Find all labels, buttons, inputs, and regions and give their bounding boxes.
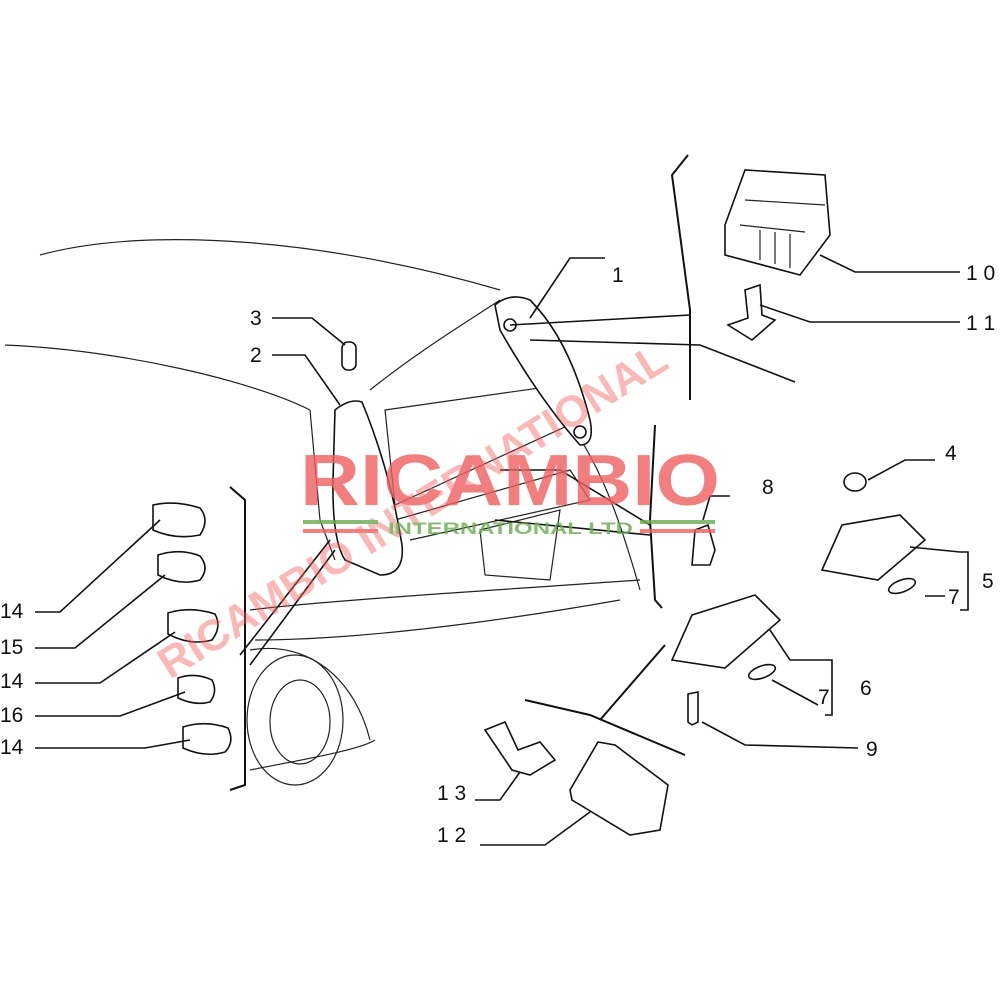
grommet-part-4[interactable] bbox=[843, 472, 867, 492]
watermark-main: RICAMBIO bbox=[300, 441, 720, 521]
car-body-outline bbox=[4, 154, 691, 791]
terminal-part-13[interactable] bbox=[483, 720, 557, 776]
bracket-part-11[interactable] bbox=[726, 283, 777, 341]
connector-part-12[interactable] bbox=[569, 741, 669, 836]
callout-labels: 1 2 3 4 5 6 7 7 8 9 1 0 1 1 1 2 1 3 14 1… bbox=[0, 262, 995, 847]
callout-15: 15 bbox=[0, 636, 23, 659]
callout-7b: 7 bbox=[818, 686, 830, 709]
callout-14b: 14 bbox=[0, 670, 24, 693]
gasket-part-7a[interactable] bbox=[887, 576, 917, 597]
bulb-part-3[interactable] bbox=[341, 341, 357, 371]
callout-7a: 7 bbox=[948, 586, 960, 609]
callout-13: 1 3 bbox=[437, 782, 466, 805]
clip-part-8[interactable] bbox=[691, 523, 716, 566]
leader-lines bbox=[35, 254, 969, 846]
callout-16: 16 bbox=[0, 704, 23, 727]
plate-lamp-part-6[interactable] bbox=[670, 594, 782, 669]
plate-lamp-part-5[interactable] bbox=[820, 514, 927, 581]
watermark-sub: INTERNATIONAL LTD bbox=[388, 519, 633, 538]
callout-2: 2 bbox=[250, 344, 262, 367]
callout-14c: 14 bbox=[0, 736, 24, 759]
callout-12: 1 2 bbox=[437, 824, 466, 847]
connector-block-part-10[interactable] bbox=[724, 169, 831, 276]
bulbs-14-16[interactable] bbox=[152, 502, 232, 756]
callout-4: 4 bbox=[945, 442, 957, 465]
callout-5: 5 bbox=[982, 570, 994, 593]
callout-1: 1 bbox=[612, 264, 624, 287]
callout-6: 6 bbox=[860, 677, 872, 700]
callout-11: 1 1 bbox=[966, 312, 995, 335]
callout-9: 9 bbox=[866, 738, 878, 761]
callout-3: 3 bbox=[250, 307, 262, 330]
gasket-part-7b[interactable] bbox=[747, 662, 777, 683]
callout-14a: 14 bbox=[0, 600, 24, 623]
callout-10: 1 0 bbox=[966, 262, 995, 285]
callout-8: 8 bbox=[762, 476, 774, 499]
screw-part-9[interactable] bbox=[687, 691, 699, 726]
watermark-logo: RICAMBIO INTERNATIONAL RICAMBIO INTERNAT… bbox=[149, 334, 720, 689]
